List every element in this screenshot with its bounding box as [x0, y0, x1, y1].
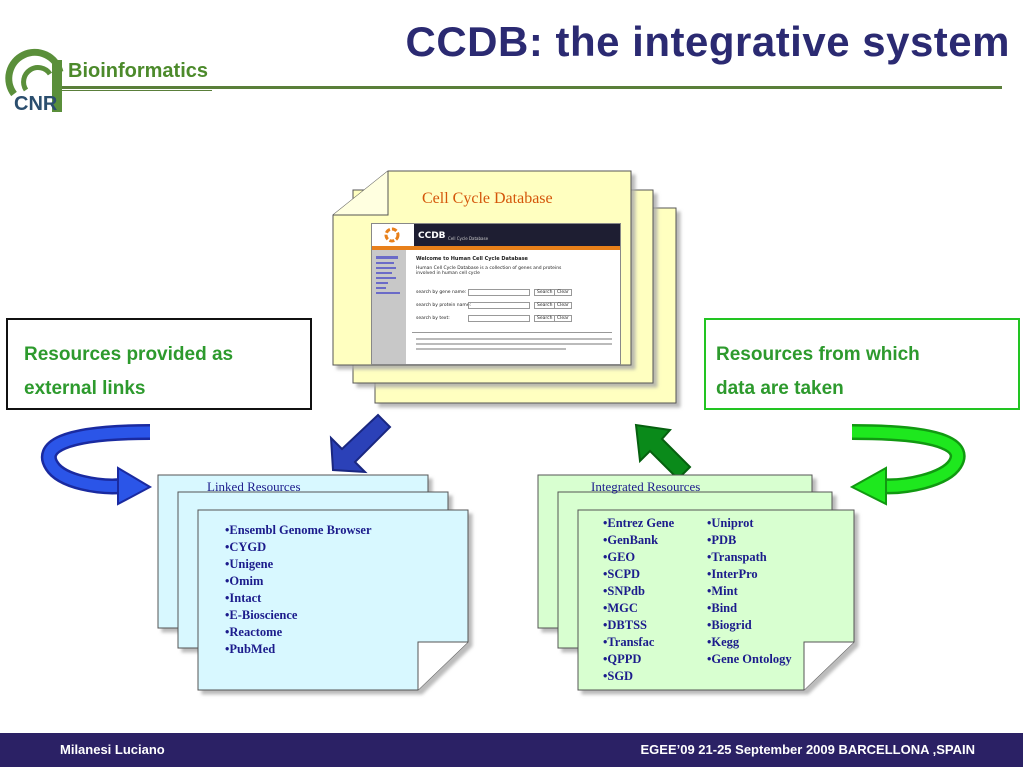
integrated-item: •Gene Ontology: [707, 652, 792, 666]
screenshot-welcome: Welcome to Human Cell Cycle Database: [416, 256, 528, 262]
screenshot-search-text-label: search by text:: [416, 316, 450, 321]
linked-resources-title: Linked Resources: [207, 479, 301, 494]
screenshot-clear-button-3: Clear: [554, 315, 572, 322]
right-curved-arrow-icon: [849, 424, 966, 506]
screenshot-search-protein-label: search by protein name:: [416, 303, 472, 308]
linked-item: •CYGD: [225, 540, 267, 554]
title-divider: [62, 86, 1002, 89]
title-divider-thin: [62, 90, 212, 91]
screenshot-text-input: [468, 315, 530, 322]
linked-resources-stack: [157, 474, 469, 691]
ccdb-website-screenshot: CCDB Cell Cycle Database Welcome to Huma…: [371, 223, 621, 365]
screenshot-intro: Human Cell Cycle Database is a collectio…: [416, 266, 562, 276]
integrated-item: •SCPD: [603, 567, 641, 581]
data-sources-callout: Resources from which data are taken: [704, 318, 1020, 410]
integrated-item: •Transpath: [707, 550, 767, 564]
linked-item: •PubMed: [225, 642, 276, 656]
integrated-item: •Uniprot: [707, 516, 754, 530]
integrated-item: •Bind: [707, 601, 738, 615]
integrated-item: •InterPro: [707, 567, 758, 581]
linked-item: •E-Bioscience: [225, 608, 298, 622]
footer-event: EGEE’09 21-25 September 2009 BARCELLONA …: [640, 742, 975, 757]
integrated-item: •PDB: [707, 533, 737, 547]
screenshot-search-gene-label: search by gene name:: [416, 290, 467, 295]
screenshot-search-button-2: Search: [534, 302, 556, 309]
integrated-item: •SGD: [603, 669, 634, 683]
integrated-item: •Transfac: [603, 635, 655, 649]
screenshot-protein-input: [468, 302, 530, 309]
integrated-item: •SNPdb: [603, 584, 645, 598]
integrated-item: •GEO: [603, 550, 636, 564]
screenshot-gene-input: [468, 289, 530, 296]
screenshot-clear-button: Clear: [554, 289, 572, 296]
integrated-item: •Biogrid: [707, 618, 752, 632]
up-left-arrow-icon: [634, 423, 692, 481]
data-sources-line2: data are taken: [716, 378, 844, 399]
logo-bioinformatics-text: Bioinformatics: [68, 60, 209, 82]
integrated-item: •GenBank: [603, 533, 659, 547]
external-links-line2: external links: [24, 378, 146, 399]
linked-item: •Omim: [225, 574, 264, 588]
center-doc-title: Cell Cycle Database: [422, 190, 553, 207]
down-left-arrow-icon: [329, 413, 392, 474]
integrated-resources-title: Integrated Resources: [591, 479, 701, 494]
integrated-resources-stack: [537, 474, 855, 691]
arrows-layer: [40, 413, 966, 506]
ccdb-logo-icon: [384, 227, 400, 243]
screenshot-header: [372, 224, 620, 246]
screenshot-search-button: Search: [534, 289, 556, 296]
screenshot-sidebar: [372, 250, 406, 364]
linked-item: •Intact: [225, 591, 262, 605]
integrated-item: •MGC: [603, 601, 638, 615]
screenshot-brand: CCDB: [418, 231, 446, 241]
linked-item: •Ensembl Genome Browser: [225, 523, 372, 537]
integrated-item: •Entrez Gene: [603, 516, 675, 530]
external-links-callout: Resources provided as external links: [6, 318, 312, 410]
footer-author: Milanesi Luciano: [60, 742, 165, 757]
left-curved-arrow-icon: [40, 424, 153, 506]
screenshot-subtitle: Cell Cycle Database: [448, 236, 489, 241]
slide-title: CCDB: the integrative system: [405, 18, 1010, 65]
linked-item: •Reactome: [225, 625, 283, 639]
external-links-line1: Resources provided as: [24, 344, 234, 365]
integrated-item: •Mint: [707, 584, 738, 598]
screenshot-clear-button-2: Clear: [554, 302, 572, 309]
screenshot-search-button-3: Search: [534, 315, 556, 322]
cnr-logo-icon: [5, 48, 64, 112]
logo-cnr-text: CNR: [14, 93, 58, 115]
integrated-item: •DBTSS: [603, 618, 647, 632]
linked-item: •Unigene: [225, 557, 274, 571]
data-sources-line1: Resources from which: [716, 344, 920, 365]
integrated-item: •Kegg: [707, 635, 740, 649]
footer-bar: [0, 733, 1023, 767]
integrated-item: •QPPD: [603, 652, 642, 666]
